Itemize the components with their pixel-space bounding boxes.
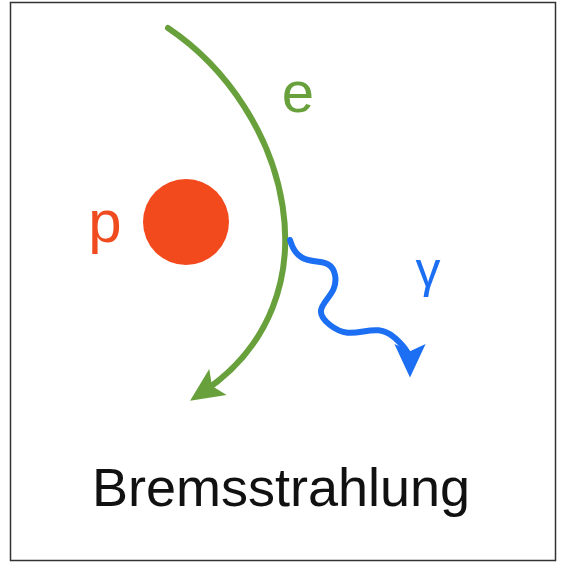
particle-label: e [282, 63, 314, 121]
proton-node: p [143, 179, 229, 265]
caption: Bremsstrahlung [92, 460, 470, 514]
proton-circle-svg [143, 179, 229, 265]
photon-wave [290, 240, 410, 362]
particle-label: p [88, 192, 121, 252]
particle-label: γ [416, 245, 441, 295]
proton-circle [143, 179, 229, 265]
frame [11, 3, 556, 561]
